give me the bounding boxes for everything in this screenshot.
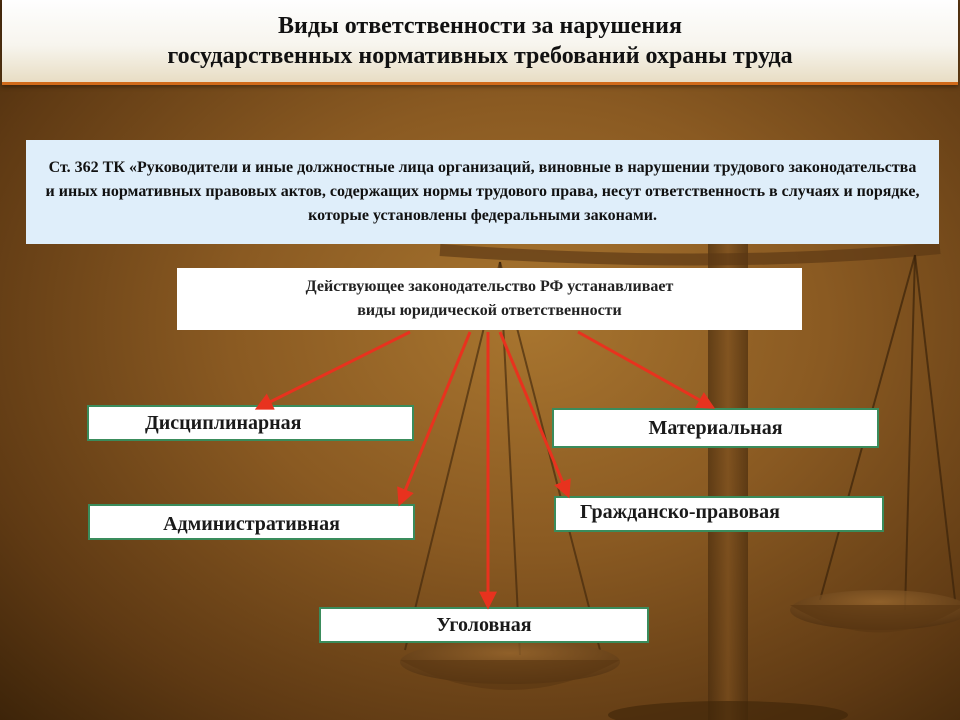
disciplinary-label: Дисциплинарная xyxy=(145,411,302,434)
civil-law-box: Гражданско-правовая xyxy=(554,496,884,532)
legislation-line-1: Действующее законодательство РФ устанавл… xyxy=(305,278,674,295)
administrative-label: Административная xyxy=(163,513,340,535)
legislation-line-2: виды юридической ответственности xyxy=(357,302,622,319)
quote-text: Ст. 362 ТК «Руководители и иные должност… xyxy=(45,159,920,224)
material-label: Материальная xyxy=(648,416,783,439)
page-title-line-1: Виды ответственности за нарушения xyxy=(278,13,682,39)
page-title-line-2: государственных нормативных требований о… xyxy=(167,43,793,69)
title-banner: Виды ответственности за нарушения госуда… xyxy=(2,0,958,85)
material-box: Материальная xyxy=(552,408,879,448)
article-362-quote: Ст. 362 ТК «Руководители и иные должност… xyxy=(26,140,939,244)
legislation-box: Действующее законодательство РФ устанавл… xyxy=(177,268,802,330)
civil-law-label: Гражданско-правовая xyxy=(580,501,780,523)
criminal-box: Уголовная xyxy=(319,607,649,643)
disciplinary-box: Дисциплинарная xyxy=(87,405,414,441)
administrative-box: Административная xyxy=(88,504,415,540)
criminal-label: Уголовная xyxy=(436,613,532,636)
